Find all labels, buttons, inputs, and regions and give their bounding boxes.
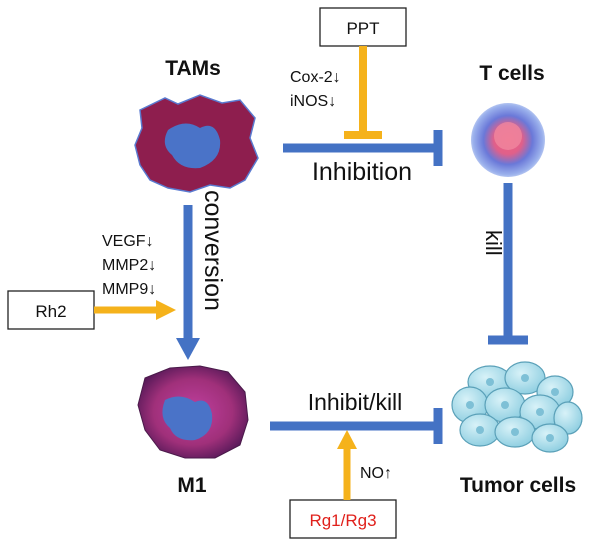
rh2-label: Rh2 — [35, 302, 66, 321]
inhibition-label: Inhibition — [312, 158, 412, 186]
kill-label: kill — [481, 230, 506, 256]
m1-label: M1 — [177, 474, 206, 497]
tams-cell — [134, 94, 259, 193]
rh2-box — [7, 290, 95, 330]
tumor-cells-cluster — [451, 361, 583, 453]
kill-connector — [488, 183, 528, 345]
inos-marker: iNOS↓ — [290, 93, 336, 110]
m1-cell — [137, 365, 249, 459]
t-cells-label: T cells — [479, 62, 544, 85]
conversion-arrow — [176, 205, 200, 360]
ppt-label: PPT — [346, 19, 379, 38]
rg1-rg3-label: Rg1/Rg3 — [309, 511, 376, 530]
vegf-marker: VEGF↓ — [102, 233, 154, 250]
no-marker: NO↑ — [360, 465, 392, 482]
inhibit-kill-connector — [270, 408, 443, 444]
tams-label: TAMs — [165, 57, 221, 80]
cox2-marker: Cox-2↓ — [290, 69, 341, 86]
ppt-box — [319, 7, 407, 47]
mmp2-marker: MMP2↓ — [102, 257, 156, 274]
inhibit-kill-label: Inhibit/kill — [308, 389, 403, 415]
tumor-cells-label: Tumor cells — [460, 474, 576, 497]
t-cell — [471, 103, 545, 177]
tams-nucleus-icon — [164, 123, 221, 169]
conversion-label: conversion — [199, 190, 227, 311]
mmp9-marker: MMP9↓ — [102, 281, 156, 298]
inhibition-connector — [283, 130, 443, 166]
m1-nucleus-icon — [162, 396, 213, 441]
rg1-rg3-arrow — [337, 430, 357, 500]
rg1-rg3-box — [289, 499, 397, 539]
rh2-arrow — [94, 300, 176, 320]
ppt-inhibitor-connector — [344, 46, 382, 139]
